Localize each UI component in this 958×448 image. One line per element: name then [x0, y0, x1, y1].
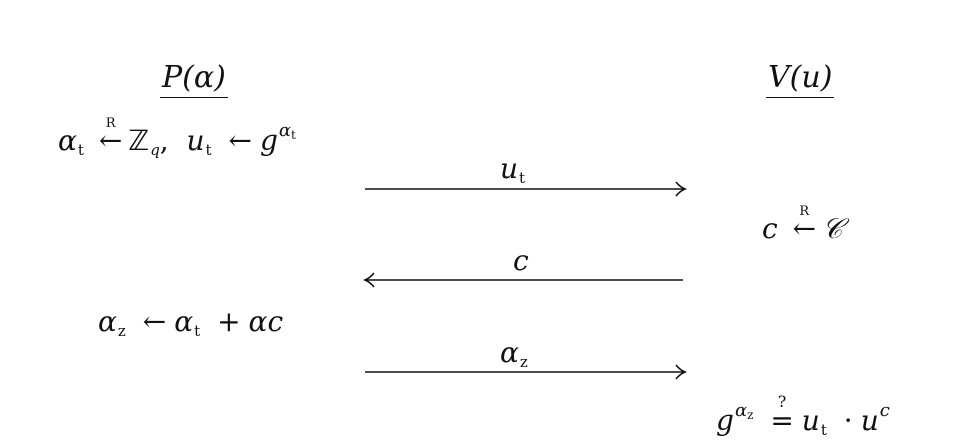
check-equals: =?: [770, 392, 794, 437]
message-1-symbol: u: [500, 152, 519, 185]
random-sample-arrow: ←R: [98, 116, 123, 157]
u-t-symbol: u: [801, 404, 820, 437]
subscript-z: z: [117, 322, 126, 340]
arrow-right-3: [365, 364, 688, 380]
exponent-alpha: α: [734, 400, 748, 421]
message-label-3: αz: [500, 336, 528, 371]
message-2-symbol: c: [513, 244, 529, 277]
message-3-subscript: z: [519, 353, 528, 371]
random-label: R: [105, 116, 116, 131]
u-symbol: u: [860, 404, 879, 437]
prover-title-text: P(α): [162, 60, 226, 95]
g-symbol: g: [716, 404, 734, 437]
arrow-left-2: [362, 272, 683, 288]
subscript-t: t: [77, 141, 84, 159]
exponent-subscript-z: z: [747, 408, 754, 422]
exponent-c: c: [879, 400, 890, 421]
challenge-set: 𝒞: [822, 212, 843, 245]
message-3-symbol: α: [500, 336, 519, 369]
subscript-t: t: [194, 322, 201, 340]
question-label: ?: [777, 392, 787, 411]
alpha-c-term: αc: [248, 305, 284, 338]
u-t-symbol: u: [186, 124, 205, 157]
g-symbol: g: [259, 124, 278, 157]
alpha-t-symbol: α: [174, 305, 194, 338]
set-Zq: ℤ: [128, 124, 150, 157]
assign-arrow: ←: [142, 305, 167, 338]
exponent-subscript-t: t: [291, 128, 296, 142]
prover-response-expression: αz ←αt +αc: [98, 305, 283, 340]
arrow-right-1: [365, 181, 688, 197]
assign-arrow: ←: [228, 124, 252, 157]
verifier-title: V(u): [766, 60, 835, 98]
alpha-t-symbol: α: [58, 124, 77, 157]
message-label-2: c: [513, 244, 530, 279]
random-label: R: [799, 204, 810, 219]
verifier-check-expression: gαz =?ut ·uc: [716, 392, 890, 439]
dot-operator: ·: [843, 404, 853, 437]
plus-sign: +: [217, 305, 241, 338]
message-label-1: ut: [500, 152, 525, 187]
alpha-z-symbol: α: [98, 305, 117, 338]
verifier-title-text: V(u): [768, 60, 833, 95]
prover-title: P(α): [160, 60, 228, 98]
c-symbol: c: [762, 212, 778, 245]
message-1-subscript: t: [519, 169, 526, 187]
exponent-alpha: α: [278, 120, 292, 141]
subscript-q: q: [150, 141, 160, 159]
subscript-t: t: [205, 141, 212, 159]
subscript-t: t: [820, 421, 827, 439]
random-sample-arrow: ←R: [792, 204, 817, 245]
